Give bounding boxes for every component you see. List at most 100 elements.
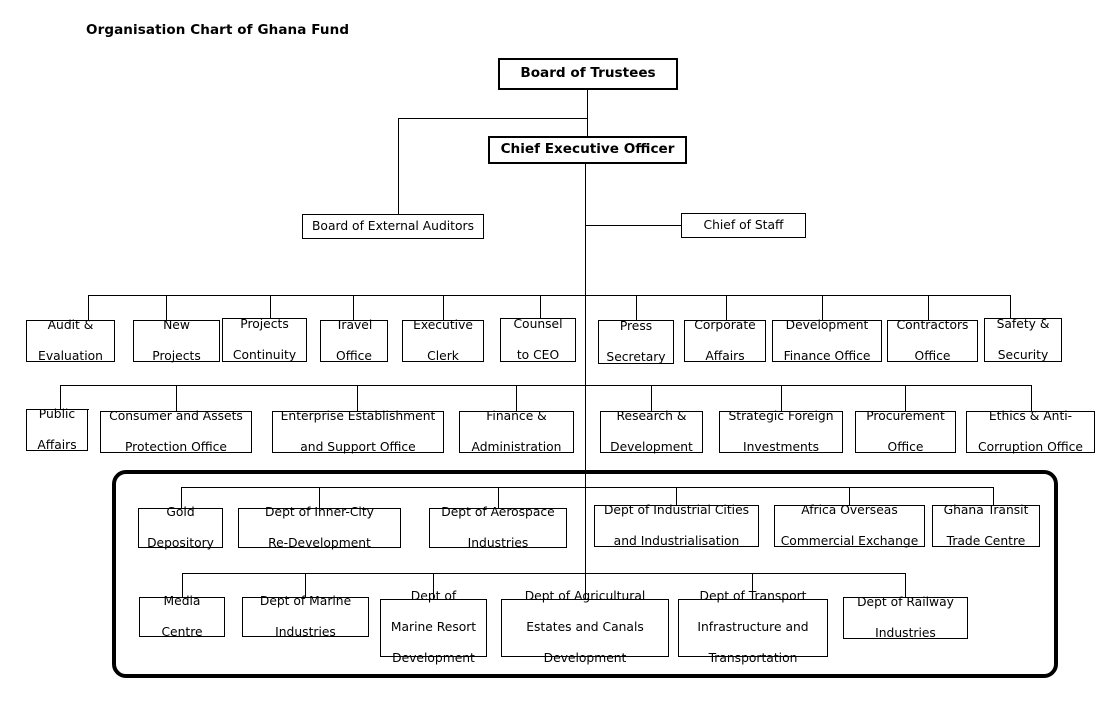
connector-row1-bus xyxy=(88,295,1010,296)
connector-row4-drop-5 xyxy=(905,573,906,597)
node-label: Board of External Auditors xyxy=(312,218,474,233)
node-chief-executive-officer[interactable]: Chief Executive Officer xyxy=(488,136,687,164)
connector-row2-drop-2 xyxy=(176,385,177,411)
connector-row2-drop-3 xyxy=(357,385,358,411)
node-label: Chief Executive Officer xyxy=(500,141,675,158)
connector-row4-drop-2 xyxy=(305,573,306,597)
connector-row2-bus xyxy=(60,385,1031,386)
connector-row1-drop-5 xyxy=(443,295,444,320)
node-label: Safety &Security xyxy=(996,316,1050,362)
connector-row3-bus xyxy=(181,487,993,488)
node-label: Audit &Evaluation xyxy=(38,317,103,363)
connector-row4-bus xyxy=(182,573,905,574)
connector-row3-drop-2 xyxy=(319,487,320,508)
node-label: Research &Development xyxy=(610,408,693,454)
connector-row1-drop-4 xyxy=(353,295,354,320)
node-safety-security[interactable]: Safety &Security xyxy=(984,316,1062,362)
connector-row1-drop-9 xyxy=(822,295,823,320)
connector-row2-drop-4 xyxy=(516,385,517,411)
node-research-development[interactable]: Research &Development xyxy=(600,408,703,454)
connector-trustees-to-ceo xyxy=(587,118,588,136)
connector-row2-drop-5 xyxy=(651,385,652,411)
connector-ceo-to-chief-of-staff xyxy=(585,225,681,226)
connector-ceo-main-spine xyxy=(585,164,586,620)
node-audit-evaluation[interactable]: Audit &Evaluation xyxy=(26,317,115,363)
node-label: Finance &Administration xyxy=(471,408,562,454)
connector-row1-drop-7 xyxy=(636,295,637,320)
connector-row3-drop-3 xyxy=(498,487,499,508)
node-label: Board of Trustees xyxy=(520,65,656,82)
connector-row2-drop-8 xyxy=(1031,385,1032,411)
connector-row4-drop-4 xyxy=(752,573,753,599)
connector-row3-drop-1 xyxy=(181,487,182,508)
connector-row3-drop-5 xyxy=(849,487,850,508)
node-board-of-trustees[interactable]: Board of Trustees xyxy=(498,58,678,90)
page-title: Organisation Chart of Ghana Fund xyxy=(86,22,350,38)
connector-row4-drop-3 xyxy=(433,573,434,599)
connector-row3-drop-6 xyxy=(993,487,994,508)
connector-row1-drop-8 xyxy=(726,295,727,320)
node-label: Chief of Staff xyxy=(703,217,784,232)
connector-row1-drop-11 xyxy=(1010,295,1011,320)
connector-trustees-down xyxy=(587,90,588,118)
connector-row1-drop-2 xyxy=(166,295,167,320)
connector-row2-drop-7 xyxy=(905,385,906,411)
connector-row1-drop-6 xyxy=(540,295,541,320)
node-finance-administration[interactable]: Finance &Administration xyxy=(459,408,574,454)
connector-row1-drop-1 xyxy=(88,295,89,320)
node-label: Ethics & Anti-Corruption Office xyxy=(978,408,1083,454)
connector-to-external-auditors xyxy=(398,118,399,214)
node-ethics-anti-corruption-office[interactable]: Ethics & Anti-Corruption Office xyxy=(966,408,1095,454)
connector-row1-drop-3 xyxy=(270,295,271,320)
connector-row3-drop-4 xyxy=(676,487,677,508)
node-chief-of-staff[interactable]: Chief of Staff xyxy=(681,213,806,238)
node-board-of-external-auditors[interactable]: Board of External Auditors xyxy=(302,214,484,239)
connector-row2-drop-1 xyxy=(60,385,61,410)
